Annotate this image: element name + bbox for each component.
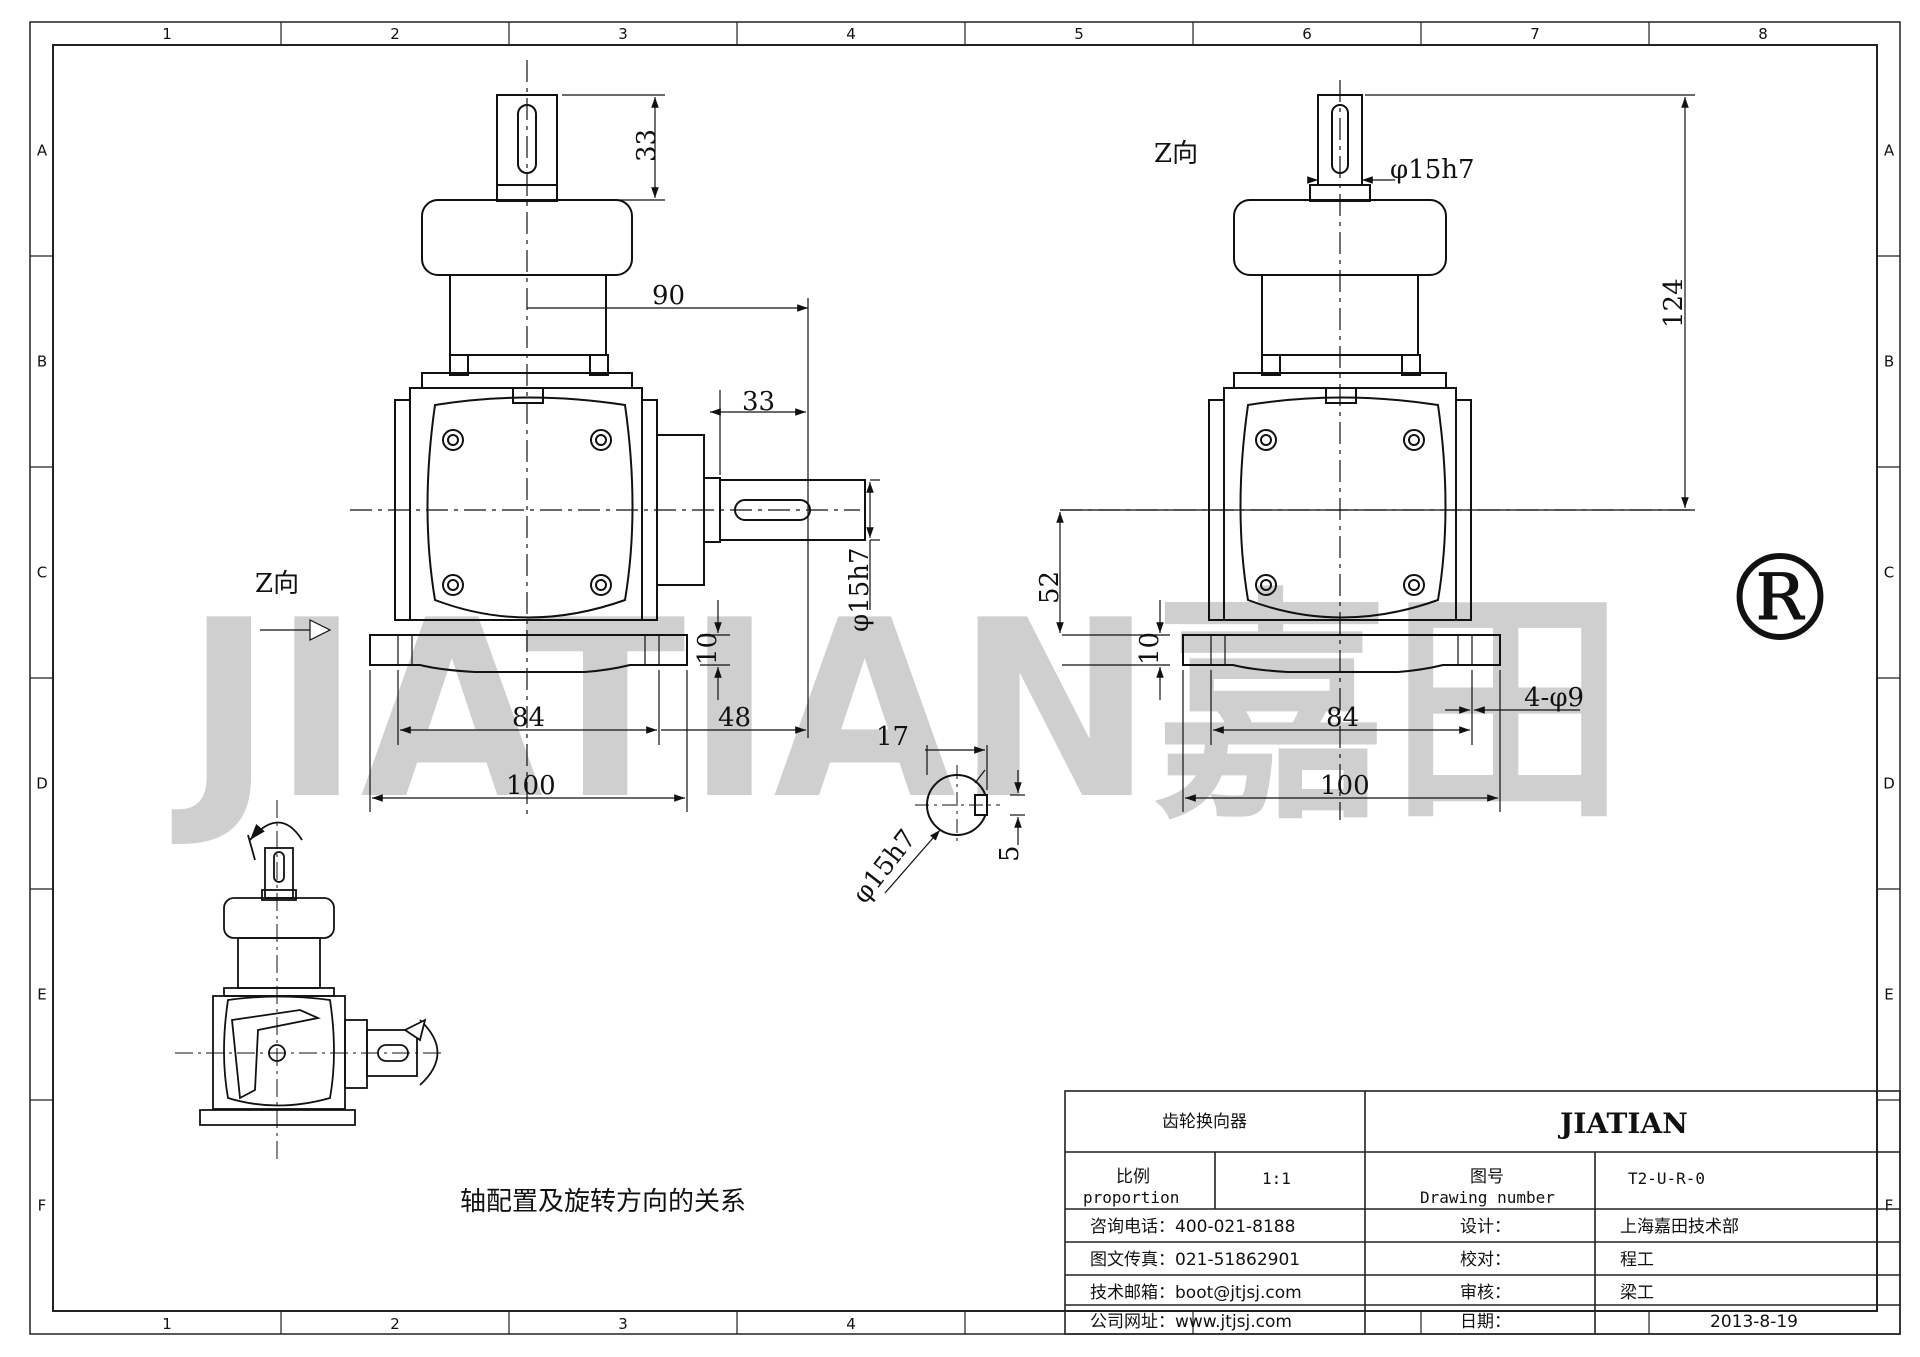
drawing-no-label-en: Drawing number: [1420, 1188, 1555, 1207]
dim-side-84: 84: [1326, 703, 1359, 733]
brand-name: JIATIAN: [1557, 1107, 1688, 1140]
front-z-direction-label: Z向: [255, 569, 299, 599]
side-bolts: [1255, 429, 1425, 596]
dim-front-84: 84: [512, 703, 545, 733]
dim-key-5: 5: [995, 845, 1025, 862]
dim-front-top-33: 33: [632, 129, 662, 162]
design-value: 上海嘉田技术部: [1620, 1217, 1739, 1237]
check-value: 程工: [1620, 1250, 1654, 1270]
company-email: 技术邮箱：boot@jtjsj.com: [1090, 1283, 1302, 1303]
frame-row-right-A: A: [1884, 142, 1895, 160]
dim-side-shaft-dia: φ15h7: [1390, 155, 1475, 185]
front-centerlines: [350, 60, 860, 820]
dim-side-52: 52: [1035, 571, 1065, 604]
company-phone: 咨询电话：400-021-8188: [1090, 1217, 1295, 1237]
frame-row-right-F: F: [1885, 1197, 1894, 1215]
front-bolts: [442, 429, 612, 596]
drawing-no-value: T2-U-R-0: [1628, 1169, 1705, 1188]
frame-col-bottom-1: 1: [162, 1315, 172, 1333]
frame-row-right-C: C: [1884, 564, 1894, 582]
frame-col-bottom-4: 4: [846, 1315, 856, 1333]
front-dim-labels: 33 90 33 φ15h7 10 84 48 100 Z向: [255, 129, 875, 801]
check-label: 校对：: [1460, 1250, 1511, 1270]
scale-label-cn: 比例: [1116, 1167, 1150, 1187]
frame-row-left-A: A: [37, 142, 48, 160]
dim-side-holes: 4-φ9: [1524, 683, 1584, 713]
title-block: [1064, 1090, 1901, 1335]
frame-col-bottom-3: 3: [618, 1315, 628, 1333]
dim-front-48: 48: [718, 703, 751, 733]
frame-row-left-B: B: [37, 353, 47, 371]
frame-col-top-7: 7: [1530, 25, 1540, 43]
dim-side-124: 124: [1659, 278, 1689, 328]
drawing-no-label-cn: 图号: [1470, 1167, 1504, 1187]
frame-row-right-B: B: [1884, 353, 1894, 371]
title-block-text: 齿轮换向器 JIATIAN 比例 proportion 1:1 图号 Drawi…: [1083, 1107, 1798, 1332]
side-dimensions: [1056, 94, 1695, 812]
dim-front-shaft-dia: φ15h7: [845, 547, 875, 632]
watermark-text: JIATIAN嘉田: [172, 568, 1625, 853]
frame-col-top-1: 1: [162, 25, 172, 43]
review-value: 梁工: [1620, 1283, 1654, 1303]
watermark: JIATIAN嘉田 ®: [172, 530, 1840, 853]
design-label: 设计：: [1460, 1217, 1511, 1237]
dim-key-17: 17: [876, 722, 909, 752]
scale-label-en: proportion: [1083, 1188, 1179, 1207]
front-top-keyway: [517, 104, 537, 174]
dim-front-base-10: 10: [693, 632, 723, 665]
frame-col-top-3: 3: [618, 25, 628, 43]
side-base: [1182, 634, 1501, 673]
registered-mark: ®: [1720, 530, 1840, 669]
review-label: 审核：: [1460, 1283, 1511, 1303]
frame-col-top-8: 8: [1758, 25, 1768, 43]
scale-value: 1:1: [1262, 1169, 1291, 1188]
key-section: [915, 765, 1000, 845]
company-website: 公司网址：www.jtjsj.com: [1090, 1312, 1292, 1332]
frame-grid-marks: [30, 22, 1900, 1334]
rotation-schematic: [175, 800, 445, 1160]
rotation-caption: 轴配置及旋转方向的关系: [460, 1187, 746, 1217]
frame-row-right-D: D: [1883, 775, 1895, 793]
frame-col-bottom-2: 2: [390, 1315, 400, 1333]
dim-side-100: 100: [1320, 771, 1370, 801]
dim-front-100: 100: [506, 771, 556, 801]
frame-row-left-C: C: [37, 564, 47, 582]
frame-col-top-5: 5: [1074, 25, 1084, 43]
frame-col-top-2: 2: [390, 25, 400, 43]
company-fax: 图文传真：021-51862901: [1090, 1250, 1300, 1270]
dim-side-base-10: 10: [1135, 632, 1165, 665]
side-dim-labels: Z向 φ15h7 124 52 10 4-φ9 84 100: [1035, 139, 1689, 801]
dim-front-90: 90: [652, 281, 685, 311]
key-dimensions: [884, 745, 1025, 894]
date-label: 日期：: [1460, 1312, 1511, 1332]
side-cover: [1239, 396, 1447, 619]
frame-row-right-E: E: [1884, 986, 1893, 1004]
dim-front-side-33: 33: [742, 387, 775, 417]
frame-col-top-4: 4: [846, 25, 856, 43]
front-view: [350, 60, 866, 820]
front-base: [369, 634, 688, 673]
frame-col-top-6: 6: [1302, 25, 1312, 43]
front-side-shaft: [719, 479, 866, 541]
front-cover: [426, 396, 634, 619]
date-value: 2013-8-19: [1710, 1312, 1798, 1332]
front-dimensions: [260, 94, 880, 812]
product-name: 齿轮换向器: [1162, 1112, 1247, 1132]
frame-row-left-E: E: [37, 986, 46, 1004]
frame-row-left-F: F: [38, 1197, 47, 1215]
side-z-direction-label: Z向: [1154, 139, 1198, 169]
frame-row-left-D: D: [36, 775, 48, 793]
